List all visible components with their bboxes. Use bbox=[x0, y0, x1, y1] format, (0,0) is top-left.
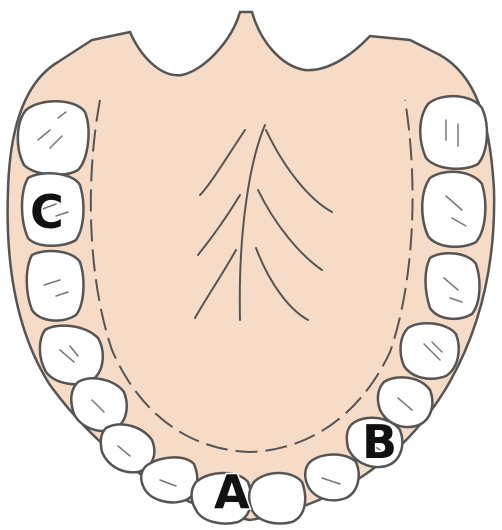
tooth-left-premolar-2 bbox=[40, 326, 103, 385]
tooth-left-molar-1 bbox=[18, 101, 89, 175]
tooth-left-central-2 bbox=[141, 457, 197, 502]
label-a: A bbox=[214, 465, 250, 519]
tooth-right-molar-2 bbox=[422, 172, 485, 247]
tooth-left-premolar-1 bbox=[27, 251, 84, 321]
label-c: C bbox=[30, 185, 64, 239]
label-b: B bbox=[362, 415, 397, 469]
tooth-right-central bbox=[249, 473, 305, 524]
tooth-right-premolar-2 bbox=[401, 323, 459, 379]
tooth-right-molar-1 bbox=[420, 96, 487, 169]
tooth-right-central-2 bbox=[305, 455, 359, 501]
